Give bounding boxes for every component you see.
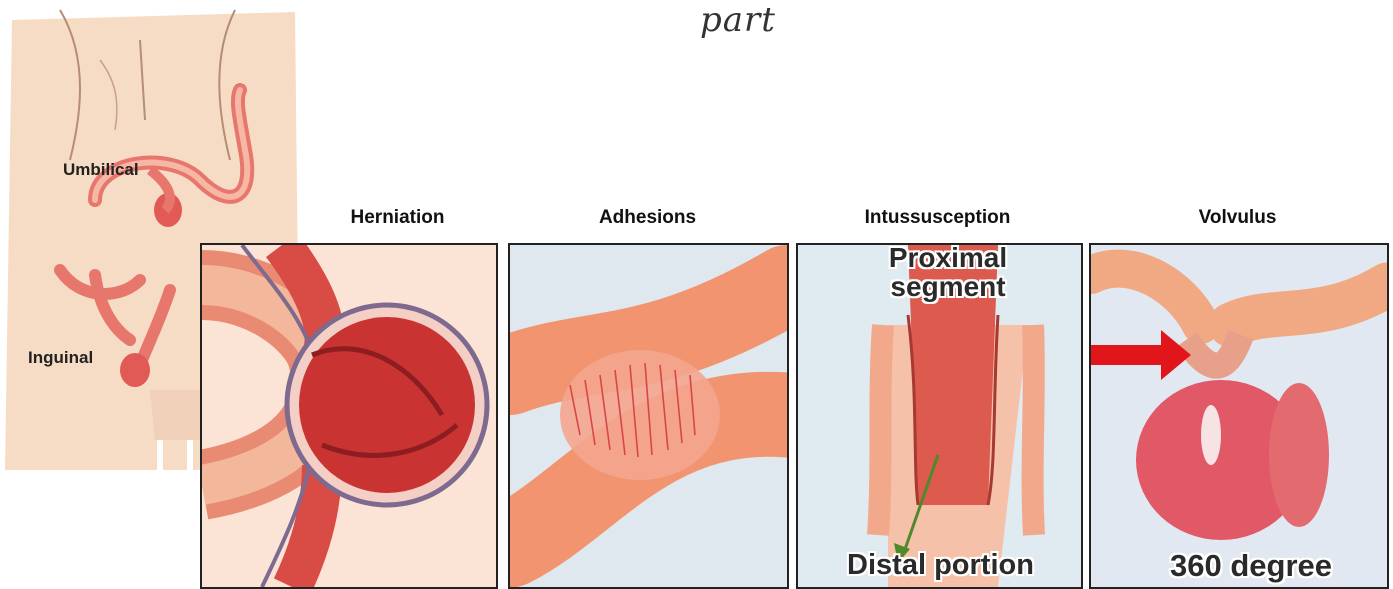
handwritten-note: part: [700, 0, 776, 40]
inguinal-label: Inguinal: [28, 348, 93, 368]
intussusception-title: Intussusception: [795, 207, 1080, 229]
adhesions-title: Adhesions: [510, 207, 785, 229]
distal-portion-label: Distal portion: [808, 550, 1073, 580]
proximal-segment-label: Proximal segment: [858, 243, 1038, 302]
intussusception-panel: Proximal segment Distal portion: [796, 243, 1083, 589]
adhesions-panel: [508, 243, 789, 589]
herniation-panel: [200, 243, 498, 589]
herniation-title: Herniation: [300, 207, 495, 229]
umbilical-label: Umbilical: [63, 160, 139, 180]
360-degree-label: 360 degree: [1121, 550, 1381, 583]
volvulus-title: Volvulus: [1090, 207, 1385, 229]
volvulus-panel: 360 degree: [1089, 243, 1389, 589]
